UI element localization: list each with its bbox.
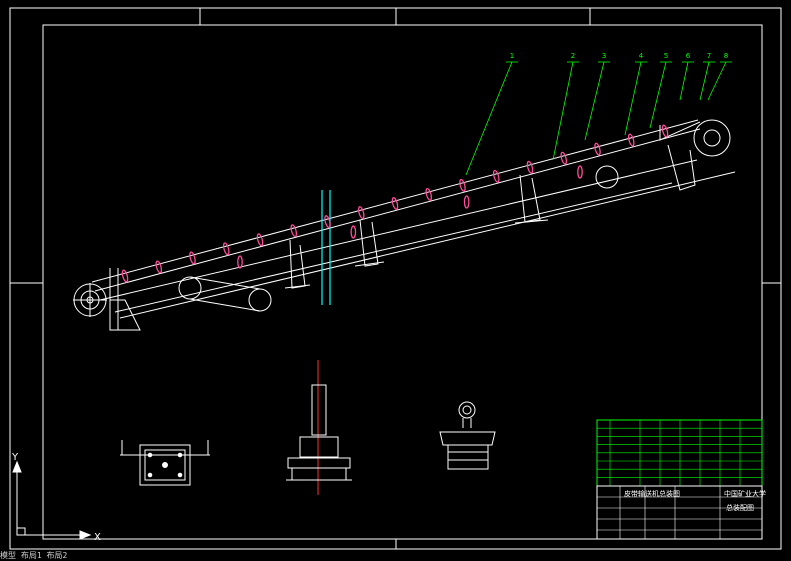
idler-roller: [661, 124, 669, 138]
idler-rollers: [121, 124, 669, 283]
idler-roller: [357, 206, 365, 220]
head-pulley: [595, 119, 731, 191]
ucs-y-label: Y: [11, 452, 19, 463]
idler-roller: [526, 160, 534, 174]
layout-tabs-status[interactable]: 模型 布局1 布局2: [0, 551, 791, 561]
return-idler: [237, 255, 243, 269]
idler-roller: [627, 133, 635, 147]
balloon-label: 2: [571, 52, 575, 60]
idler-roller: [155, 260, 163, 274]
balloon-label: 6: [686, 52, 691, 60]
idler-roller: [425, 187, 433, 201]
balloon-label: 8: [724, 52, 728, 60]
idler-roller: [121, 269, 129, 283]
balloon-label: 5: [664, 52, 668, 60]
idler-roller: [290, 224, 298, 238]
balloon-leader: [584, 61, 605, 141]
return-idler: [463, 195, 470, 209]
balloon-label: 1: [510, 52, 514, 60]
idler-roller: [492, 169, 500, 183]
idler-roller: [391, 197, 399, 210]
idler-roller: [256, 233, 264, 247]
idler-roller: [459, 178, 466, 192]
ucs-icon: [12, 460, 92, 540]
balloon-leader: [624, 61, 642, 136]
balloon-leader: [552, 61, 574, 161]
detail-shaft-assembly: [286, 360, 352, 495]
idler-roller: [222, 242, 230, 256]
idler-roller: [324, 215, 331, 229]
ucs-x-label: X: [94, 532, 101, 543]
part-balloons: 1 2 3 4 5 6 7 8: [465, 52, 732, 176]
idler-roller: [594, 142, 601, 156]
detail-lifting-eye: [439, 401, 496, 470]
balloon-label: 7: [707, 52, 711, 60]
section-marker: [321, 190, 331, 305]
detail-baseplate: [120, 440, 210, 486]
idler-roller: [189, 251, 196, 265]
balloon-leader: [707, 61, 727, 101]
return-idler: [577, 165, 583, 179]
idler-roller: [560, 151, 568, 165]
conveyor-frame: [91, 119, 736, 319]
support-legs: [284, 174, 549, 289]
tail-pulley: [73, 268, 141, 331]
drawing-name: 总装配图: [726, 503, 754, 512]
balloon-label: 4: [639, 52, 644, 60]
title-block: 皮带输送机总装图 中国矿业大学 总装配图: [596, 419, 766, 540]
school-name: 中国矿业大学: [724, 489, 766, 498]
balloon-leader: [465, 61, 513, 176]
balloon-leader: [649, 61, 667, 129]
balloon-label: 3: [602, 52, 606, 60]
drive-belt: [178, 276, 272, 312]
return-idler: [350, 225, 357, 239]
drawing-title: 皮带输送机总装图: [624, 489, 680, 498]
sheet-frame: [9, 7, 782, 550]
balloon-leader: [679, 61, 689, 101]
balloon-leader: [699, 61, 710, 101]
